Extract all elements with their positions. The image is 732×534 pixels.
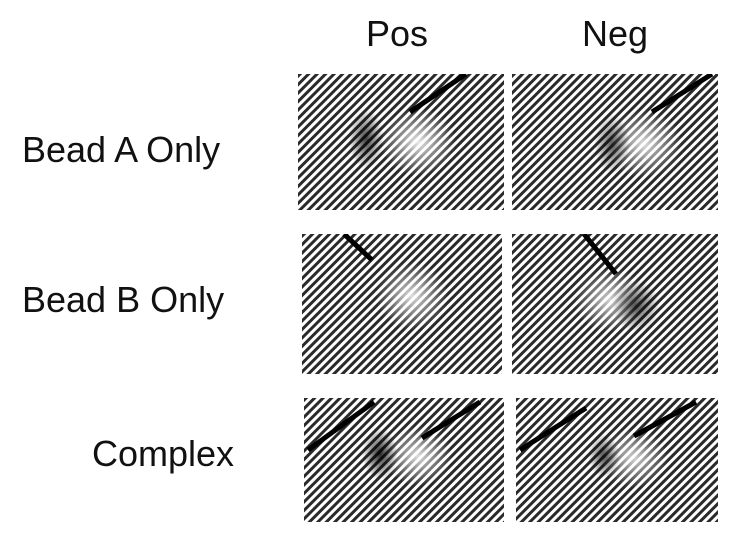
panel-bead-a-pos xyxy=(298,74,504,210)
row-label-bead-a: Bead A Only xyxy=(22,129,221,170)
column-header-pos: Pos xyxy=(365,13,429,54)
column-header-neg: Neg xyxy=(581,13,649,54)
panel-bead-b-neg xyxy=(512,234,718,374)
panel-complex-pos xyxy=(304,398,504,522)
panel-bead-a-neg xyxy=(512,74,718,210)
row-label-bead-b: Bead B Only xyxy=(22,279,225,320)
row-label-complex: Complex xyxy=(92,433,235,474)
panel-complex-neg xyxy=(516,398,718,522)
panel-bead-b-pos xyxy=(302,234,502,374)
